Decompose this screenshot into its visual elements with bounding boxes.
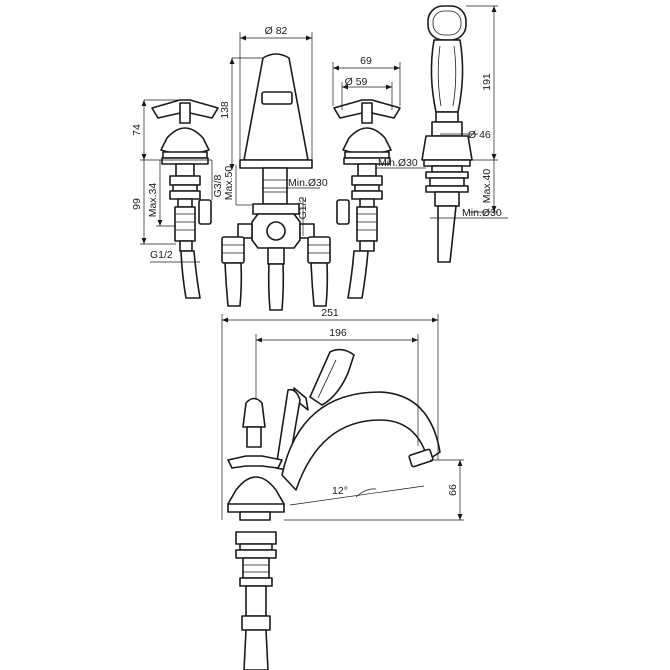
dim-handle-span: 69 [360,55,372,67]
dim-valve-inlet: G3/8 [212,174,224,197]
dim-spout-outlet-height: 66 [447,484,459,496]
dim-shower-diameter: Ø 46 [468,129,491,141]
dim-valve-body-height: 99 [131,198,143,210]
dim-spout-reach: 196 [329,327,347,339]
left-valve [151,99,219,299]
dim-assembly-length: 251 [321,307,339,319]
dim-shower-height: 191 [481,73,493,91]
dim-spout-height: 138 [219,101,231,119]
dim-valve-tail-min: Min.Ø30 [378,157,418,169]
side-view-assembly [227,348,441,670]
dim-shower-deck-max: Max.40 [481,169,493,204]
dim-handle-diameter: Ø 59 [345,76,368,88]
dimension-lines-bottom [221,314,464,521]
center-spout [221,53,331,311]
dimension-lines-top [140,5,508,263]
dim-valve-deck-max: Max.34 [147,183,159,218]
hand-shower [421,5,473,263]
dim-spout-tail-max: Max.50 [223,166,235,201]
dim-spout-tail-min: Min.Ø30 [288,177,328,189]
dim-shower-tail-min: Min.Ø30 [462,207,502,219]
dim-valve-handle-height: 74 [131,124,143,136]
right-valve [333,99,401,299]
dim-spout-width: Ø 82 [265,25,288,37]
dim-connection-left: G1/2 [150,249,173,261]
dim-connection-center: G1/2 [297,196,309,219]
dim-spout-angle: 12° [332,485,348,497]
